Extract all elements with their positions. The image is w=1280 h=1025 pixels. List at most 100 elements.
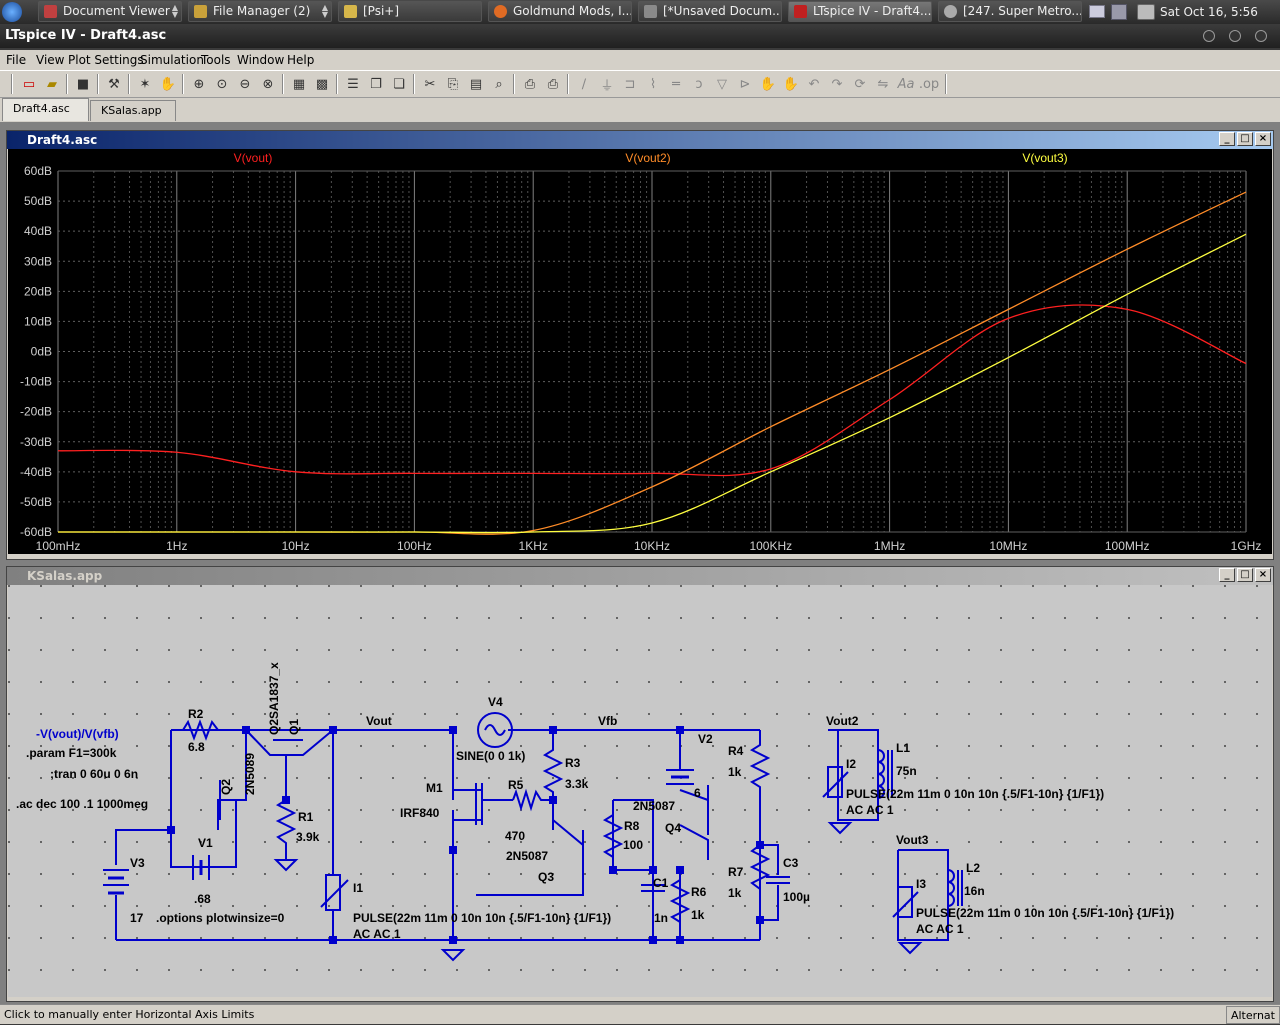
l1-name[interactable]: L1 [896,741,910,755]
r3-value[interactable]: 3.3k [565,777,589,791]
print-preview-icon[interactable]: ⎙ [524,76,536,92]
close-button[interactable] [1255,30,1267,42]
app-menu-icon[interactable] [2,2,22,22]
ac-directive[interactable]: .ac dec 100 .1 1000meg [16,797,148,811]
q3-name[interactable]: Q3 [538,870,554,884]
copy-icon[interactable]: ⎘ [447,76,459,92]
net-vout2[interactable]: Vout2 [826,714,859,728]
inductor-icon[interactable]: ↄ [695,76,703,92]
expr-label[interactable]: -V(vout)/V(vfb) [36,727,119,741]
menu-file[interactable]: File [6,53,27,67]
q2-model[interactable]: 2N5089 [243,753,257,795]
q2-name[interactable]: Q2 [219,779,233,795]
component-icon[interactable]: ⊳ [739,76,751,92]
r5-name[interactable]: R5 [508,778,524,792]
clock[interactable]: Sat Oct 16, 5:56 AM [1160,5,1258,43]
mail-icon[interactable] [1089,5,1105,18]
plot-minimize-button[interactable]: _ [1219,132,1235,146]
run-icon[interactable]: ✶ [139,76,151,92]
r7-name[interactable]: R7 [728,865,744,879]
resistor-icon[interactable]: ⌇ [649,76,657,92]
i1-pulse[interactable]: PULSE(22m 11m 0 10n 10n {.5/F1-10n} {1/F… [353,911,611,925]
r5-value[interactable]: 470 [505,829,525,843]
m1-name[interactable]: M1 [426,781,443,795]
task-unsaved-document[interactable]: [*Unsaved Docum... [638,1,782,22]
r1-value[interactable]: 3.9k [296,830,320,844]
cut-icon[interactable]: ✂ [424,76,436,92]
v3-value[interactable]: 17 [130,911,144,925]
q4-name[interactable]: Q4 [665,821,681,835]
menu-view[interactable]: View [36,53,65,67]
i2-name[interactable]: I2 [846,757,856,771]
zoom-pan-icon[interactable]: ⊙ [216,76,228,92]
i2-ac[interactable]: AC AC 1 [846,803,894,817]
schematic-maximize-button[interactable]: □ [1237,568,1253,582]
waveform-plot[interactable]: 60dB50dB40dB30dB20dB10dB0dB-10dB-20dB-30… [8,149,1272,572]
i1-name[interactable]: I1 [353,881,363,895]
v2-name[interactable]: V2 [698,732,713,746]
zoom-fit-icon[interactable]: ⊗ [262,76,274,92]
r8-value[interactable]: 100 [623,838,643,852]
q4-model[interactable]: 2N5087 [633,799,675,813]
schematic-minimize-button[interactable]: _ [1219,568,1235,582]
q3-model[interactable]: 2N5087 [506,849,548,863]
zoom-out-icon[interactable]: ⊖ [239,76,251,92]
l2-value[interactable]: 16n [964,884,985,898]
q1-model[interactable]: Q2SA1837_x [267,662,281,735]
l1-value[interactable]: 75n [896,764,917,778]
print-icon[interactable]: ⎙ [547,76,559,92]
network-icon[interactable] [1111,4,1127,20]
redo-icon[interactable]: ↷ [831,76,843,92]
schematic-close-button[interactable]: × [1255,568,1271,582]
legend-2[interactable]: V(vout3) [1022,151,1067,165]
v4-name[interactable]: V4 [488,695,503,709]
param-directive[interactable]: .param F1=300k [26,746,117,760]
i3-ac[interactable]: AC AC 1 [916,922,964,936]
m1-model[interactable]: IRF840 [400,806,440,820]
r4-name[interactable]: R4 [728,744,744,758]
plot-close-button[interactable]: × [1255,132,1271,146]
tile-horizontal-icon[interactable]: ☰ [347,76,359,92]
menu-simulation[interactable]: Simulation [140,53,204,67]
find-icon[interactable]: ⌕ [495,76,503,92]
l2-name[interactable]: L2 [966,861,980,875]
series-line-0[interactable] [57,304,1247,477]
menu-help[interactable]: Help [287,53,315,67]
options-directive[interactable]: .options plotwinsize=0 [156,911,285,925]
c1-name[interactable]: C1 [653,876,669,890]
net-vout3[interactable]: Vout3 [896,833,929,847]
i3-name[interactable]: I3 [916,877,926,891]
net-vout[interactable]: Vout [366,714,392,728]
text-icon[interactable]: Aa [897,76,915,92]
wire-icon[interactable]: ∕ [581,76,587,92]
i3-pulse[interactable]: PULSE(22m 11m 0 10n 10n {.5/F1-10n} {1/F… [916,906,1174,920]
i1-ac[interactable]: AC AC 1 [353,927,401,941]
tran-directive[interactable]: ;tran 0 60u 0 6n [50,767,138,781]
task-ltspice[interactable]: LTspice IV - Draft4.... [788,1,932,22]
move-icon[interactable]: ✋ [759,76,777,92]
r2-name[interactable]: R2 [188,707,204,721]
schematic-drawing[interactable]: -V(vout)/V(vfb) .param F1=300k ;tran 0 6… [8,585,1272,997]
v3-name[interactable]: V3 [130,856,145,870]
legend-1[interactable]: V(vout2) [625,151,670,165]
menu-window[interactable]: Window [237,53,285,67]
series-line-2[interactable] [58,233,1247,534]
save-icon[interactable]: ■ [76,76,90,92]
rotate-icon[interactable]: ⟳ [854,76,866,92]
r7-value[interactable]: 1k [728,886,742,900]
halt-icon[interactable]: ✋ [159,76,177,92]
cascade-icon[interactable]: ❐ [370,76,382,92]
task-media-player[interactable]: [247. Super Metro... [938,1,1082,22]
c3-value[interactable]: 100µ [783,890,810,904]
r3-name[interactable]: R3 [565,756,581,770]
r8-name[interactable]: R8 [624,819,640,833]
capacitor-icon[interactable]: ═ [672,76,680,92]
net-vfb[interactable]: Vfb [598,714,617,728]
undo-icon[interactable]: ↶ [808,76,820,92]
r4-value[interactable]: 1k [728,765,742,779]
task-file-manager[interactable]: File Manager (2)▲▼ [188,1,332,22]
tab-draft4[interactable]: Draft4.asc [2,98,89,121]
task-firefox[interactable]: Goldmund Mods, I... [488,1,632,22]
printer-icon[interactable] [1137,4,1155,20]
diode-icon[interactable]: ▽ [717,76,727,92]
